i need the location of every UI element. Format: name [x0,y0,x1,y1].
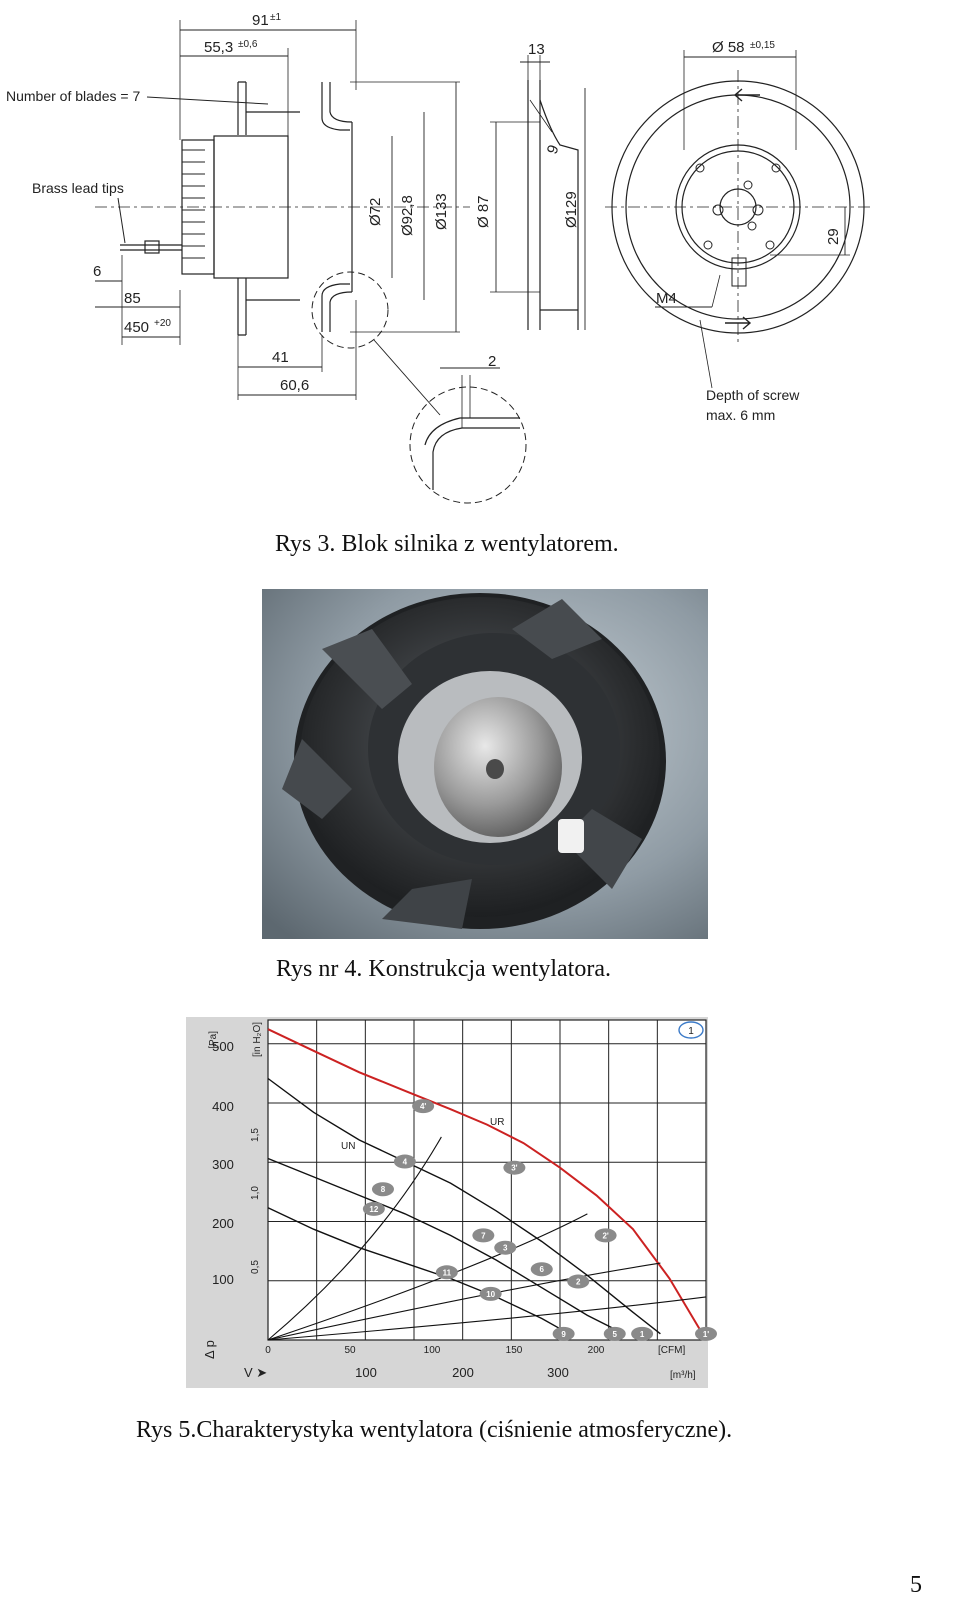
dim-2: 2 [488,353,496,370]
svg-text:9: 9 [561,1330,566,1339]
dim-91: 91 [252,12,269,29]
cfm-tick-0: 0 [265,1345,271,1356]
dim-d87: Ø 87 [475,195,492,228]
dim-55-tol: ±0,6 [238,39,258,50]
cfm-tick-200: 200 [588,1345,605,1356]
operating-point-marker: 11 [435,1265,458,1280]
svg-text:5: 5 [613,1330,618,1339]
dim-55: 55,3 [204,39,233,56]
ur-label: UR [490,1117,504,1128]
svg-text:12: 12 [369,1205,378,1214]
operating-point-marker: 3 [494,1240,517,1255]
operating-point-marker: 1 [631,1326,654,1341]
cfm-unit: [CFM] [658,1345,685,1356]
dim-60: 60,6 [280,377,309,394]
fan-photo [262,589,708,939]
svg-text:11: 11 [443,1268,452,1277]
operating-point-marker: 7 [472,1228,495,1243]
pa-tick-100: 100 [212,1272,234,1287]
dim-d92: Ø92,8 [399,195,416,236]
operating-point-marker: 12 [362,1201,385,1216]
operating-point-marker: 3' [503,1160,526,1175]
page-number: 5 [910,1572,922,1598]
dim-450: 450 [124,319,149,336]
operating-point-marker: 5 [603,1326,626,1341]
svg-text:4': 4' [420,1102,426,1111]
dim-85: 85 [124,290,141,307]
un-label: UN [341,1141,355,1152]
motor-drawing: Number of blades = 7 Brass lead tips Dep… [6,12,870,504]
cfm-tick-150: 150 [506,1345,523,1356]
m3h-tick-300: 300 [547,1365,569,1380]
operating-point-marker: 4' [412,1099,435,1114]
dim-d58-tol: ±0,15 [750,40,775,51]
dim-41: 41 [272,349,289,366]
svg-text:7: 7 [481,1231,486,1240]
m3h-tick-100: 100 [355,1365,377,1380]
operating-point-marker: 10 [479,1286,502,1301]
dim-13: 13 [528,41,545,58]
dim-m4: M4 [656,290,677,307]
svg-text:2': 2' [602,1231,608,1240]
svg-text:4: 4 [403,1158,408,1167]
series-line-2 [267,1077,661,1335]
delta-p-symbol: Δ p [202,1340,217,1359]
figure4-caption: Rys nr 4. Konstrukcja wentylatora. [276,956,611,982]
dim-450-tol: +20 [154,318,171,329]
svg-text:10: 10 [486,1290,495,1299]
dim-6: 6 [93,263,101,280]
pa-tick-300: 300 [212,1157,234,1172]
svg-text:1': 1' [703,1330,709,1339]
dim-d129: Ø129 [563,191,580,228]
screw-depth-max-label: max. 6 mm [706,407,775,423]
figure5-caption: Rys 5.Charakterystyka wentylatora (ciśni… [136,1417,733,1443]
screw-depth-label: Depth of screw [706,387,800,403]
brass-tips-label: Brass lead tips [32,180,124,196]
inh2o-tick-1-0: 1,0 [250,1186,261,1200]
inh2o-tick-1-5: 1,5 [250,1128,261,1142]
dim-d72: Ø72 [367,198,384,226]
inh2o-tick-0-5: 0,5 [250,1260,261,1274]
chart-badge: 1 [688,1026,694,1037]
dim-91-tol: ±1 [270,12,281,23]
pa-tick-200: 200 [212,1216,234,1231]
pa-tick-400: 400 [212,1099,234,1114]
system-curve-4 [267,1296,707,1341]
m3h-tick-200: 200 [452,1365,474,1380]
m3h-unit: [m³/h] [670,1370,696,1381]
svg-text:6: 6 [540,1265,545,1274]
blades-label: Number of blades = 7 [6,88,140,104]
operating-point-marker: 4 [393,1154,416,1169]
operating-point-marker: 6 [530,1262,553,1277]
svg-text:3': 3' [511,1164,517,1173]
svg-text:1: 1 [640,1330,645,1339]
flow-symbol: V ➤ [244,1365,267,1380]
pa-tick-500: 500 [212,1039,234,1054]
operating-point-marker: 8 [371,1182,394,1197]
cfm-tick-50: 50 [344,1345,356,1356]
series-line-1 [267,1028,704,1335]
cfm-tick-100: 100 [424,1345,441,1356]
dim-d58: Ø 58 [712,39,745,56]
svg-text:8: 8 [381,1185,386,1194]
system-curve-1 [267,1136,442,1341]
series-line-4 [267,1207,570,1335]
inh2o-unit: [in H₂O] [252,1022,263,1057]
svg-text:2: 2 [576,1278,581,1287]
dim-29: 29 [825,228,842,245]
pa-unit: [Pa] [208,1031,219,1049]
operating-point-marker: 2' [594,1228,617,1243]
operating-point-marker: 1' [695,1326,717,1341]
figure3-caption: Rys 3. Blok silnika z wentylatorem. [275,531,619,557]
operating-point-marker: 2 [567,1274,590,1289]
operating-point-marker: 9 [552,1326,575,1341]
dim-d133: Ø133 [433,193,450,230]
series-line-3 [267,1157,625,1335]
svg-text:3: 3 [503,1244,508,1253]
